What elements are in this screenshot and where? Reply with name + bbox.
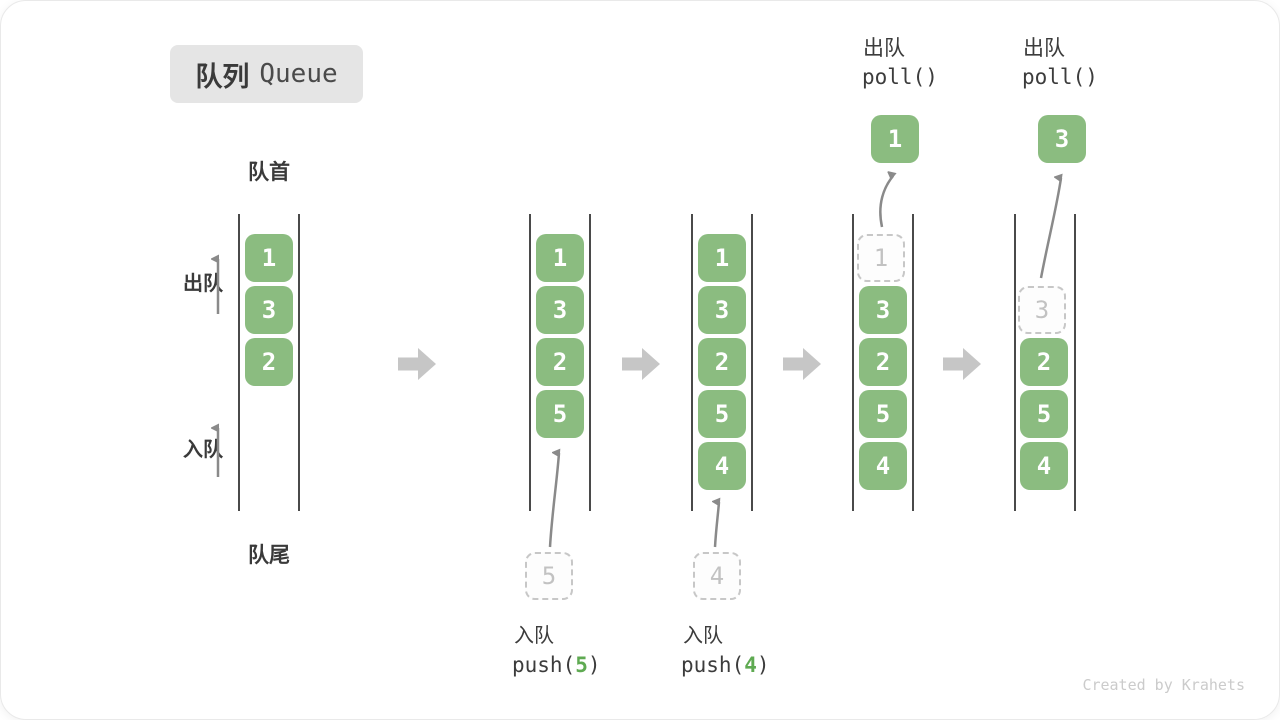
queue-item: 3 xyxy=(245,286,293,334)
ghost-value: 3 xyxy=(1034,296,1050,324)
queue-item: 4 xyxy=(698,442,746,490)
queue-item-value: 1 xyxy=(887,125,903,153)
title-badge: 队列 Queue xyxy=(170,45,363,103)
queue-wall xyxy=(1074,214,1076,511)
code-close: ) xyxy=(756,653,770,677)
queue-item-value: 2 xyxy=(261,348,277,376)
queue-item-value: 4 xyxy=(875,452,891,480)
push-4-arrow-icon xyxy=(715,502,719,548)
queue-item: 1 xyxy=(245,234,293,282)
polled-item: 3 xyxy=(1038,115,1086,163)
queue-wall xyxy=(529,214,531,511)
queue-wall xyxy=(691,214,693,511)
queue-wall xyxy=(238,214,240,511)
dequeue-op-code: poll() xyxy=(862,65,938,89)
arrow-right-icon xyxy=(398,348,436,380)
queue-item-value: 2 xyxy=(875,348,891,376)
queue-item-value: 1 xyxy=(261,244,277,272)
removed-item-ghost: 1 xyxy=(857,234,905,282)
queue-wall xyxy=(298,214,300,511)
poll-1-arrow-icon xyxy=(879,176,893,228)
arrow-right-icon xyxy=(943,348,981,380)
enqueue-op-code: push(5) xyxy=(512,653,601,677)
queue-item: 3 xyxy=(859,286,907,334)
ghost-value: 1 xyxy=(873,244,889,272)
poll-3-arrow-icon xyxy=(1039,178,1061,279)
title-en: Queue xyxy=(259,59,338,89)
code-fn: push( xyxy=(512,653,576,677)
enqueue-op-label: 入队 xyxy=(683,625,723,647)
queue-tail-label: 队尾 xyxy=(248,544,290,567)
queue-item-value: 3 xyxy=(261,296,277,324)
removed-item-ghost: 3 xyxy=(1018,286,1066,334)
queue-wall xyxy=(852,214,854,511)
queue-wall xyxy=(912,214,914,511)
ghost-value: 5 xyxy=(541,562,557,590)
queue-item: 3 xyxy=(698,286,746,334)
polled-item: 1 xyxy=(871,115,919,163)
watermark: Created by Krahets xyxy=(1082,676,1245,694)
queue-item-value: 1 xyxy=(714,244,730,272)
queue-item-value: 2 xyxy=(714,348,730,376)
queue-item: 2 xyxy=(245,338,293,386)
queue-item: 2 xyxy=(859,338,907,386)
queue-item-value: 5 xyxy=(1036,400,1052,428)
dequeue-side-label: 出队 xyxy=(183,273,223,295)
queue-item-value: 1 xyxy=(552,244,568,272)
queue-item-value: 4 xyxy=(1036,452,1052,480)
dequeue-op-label: 出队 xyxy=(863,37,905,60)
queue-item-value: 3 xyxy=(1054,125,1070,153)
queue-item-value: 2 xyxy=(1036,348,1052,376)
code-close: ) xyxy=(587,653,601,677)
title-zh: 队列 xyxy=(195,61,250,92)
queue-item: 3 xyxy=(536,286,584,334)
queue-item: 5 xyxy=(698,390,746,438)
queue-wall xyxy=(589,214,591,511)
queue-item: 5 xyxy=(536,390,584,438)
queue-item: 2 xyxy=(536,338,584,386)
queue-item-value: 4 xyxy=(714,452,730,480)
dequeue-op-label: 出队 xyxy=(1023,37,1065,60)
queue-item: 2 xyxy=(698,338,746,386)
push-5-arrow-icon xyxy=(548,453,559,548)
arrow-right-icon xyxy=(783,348,821,380)
incoming-item-ghost: 4 xyxy=(693,552,741,600)
enqueue-op-label: 入队 xyxy=(514,625,554,647)
queue-item: 1 xyxy=(536,234,584,282)
queue-item-value: 5 xyxy=(552,400,568,428)
code-arg: 4 xyxy=(744,653,757,677)
dequeue-op-code: poll() xyxy=(1022,65,1098,89)
code-arg: 5 xyxy=(575,653,588,677)
enqueue-op-code: push(4) xyxy=(681,653,770,677)
queue-item: 2 xyxy=(1020,338,1068,386)
ghost-value: 4 xyxy=(709,562,725,590)
queue-item: 5 xyxy=(1020,390,1068,438)
queue-wall xyxy=(1014,214,1016,511)
queue-wall xyxy=(751,214,753,511)
enqueue-side-label: 入队 xyxy=(183,439,223,461)
arrow-right-icon xyxy=(622,348,660,380)
queue-item: 5 xyxy=(859,390,907,438)
queue-item: 4 xyxy=(1020,442,1068,490)
queue-head-label: 队首 xyxy=(248,161,290,184)
code-fn: push( xyxy=(681,653,745,677)
queue-item-value: 3 xyxy=(875,296,891,324)
queue-item: 1 xyxy=(698,234,746,282)
queue-item-value: 2 xyxy=(552,348,568,376)
queue-item-value: 5 xyxy=(714,400,730,428)
queue-item-value: 3 xyxy=(552,296,568,324)
incoming-item-ghost: 5 xyxy=(525,552,573,600)
queue-item-value: 3 xyxy=(714,296,730,324)
queue-item-value: 5 xyxy=(875,400,891,428)
queue-item: 4 xyxy=(859,442,907,490)
